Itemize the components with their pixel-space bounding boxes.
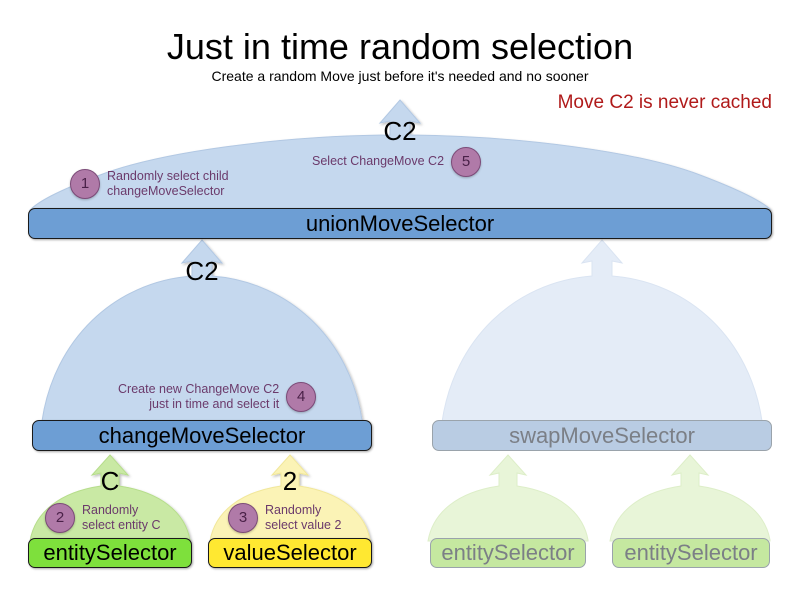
annotation-5: Select ChangeMove C2 5 — [312, 147, 482, 177]
page-subtitle: Create a random Move just before it's ne… — [211, 68, 589, 84]
node-change-move-selector-label: changeMoveSelector — [98, 422, 306, 448]
node-union-move-selector[interactable]: unionMoveSelector — [28, 208, 772, 239]
arch-swap-output — [441, 239, 763, 423]
node-swap-move-selector-label: swapMoveSelector — [509, 422, 695, 448]
page-title: Just in time random selection — [166, 26, 634, 67]
annotation-2: 2 Randomly select entity C — [45, 503, 161, 534]
annotation-4: Create new ChangeMove C2 just in time an… — [118, 382, 317, 413]
arch-entity-swap-2 — [609, 454, 771, 542]
move-label-value-output: 2 — [282, 466, 298, 496]
annotation-3-text: Randomly select value 2 — [265, 503, 342, 533]
annotation-4-text: Create new ChangeMove C2 just in time an… — [118, 382, 280, 412]
arch-entity-swap-1 — [427, 454, 589, 542]
node-value-selector-label: valueSelector — [223, 540, 357, 565]
annotation-1: 1 Randomly select child changeMoveSelect… — [70, 169, 229, 200]
node-change-move-selector[interactable]: changeMoveSelector — [32, 420, 372, 451]
annotation-1-text: Randomly select child changeMoveSelector — [107, 169, 229, 199]
move-label-change-output: C2 — [185, 256, 219, 286]
node-entity-selector-swap-2-label: entitySelector — [624, 540, 758, 565]
annotation-1-badge: 1 — [70, 169, 100, 200]
annotation-5-text: Select ChangeMove C2 — [312, 154, 445, 169]
annotation-3: 3 Randomly select value 2 — [228, 503, 341, 534]
callout-never-cached: Move C2 is never cached — [557, 92, 772, 113]
move-label-union-output: C2 — [383, 116, 417, 146]
node-entity-selector-left[interactable]: entitySelector — [28, 538, 192, 568]
node-swap-move-selector[interactable]: swapMoveSelector — [432, 420, 772, 451]
annotation-2-text: Randomly select entity C — [82, 503, 161, 533]
node-entity-selector-swap-1[interactable]: entitySelector — [430, 538, 586, 568]
node-value-selector[interactable]: valueSelector — [208, 538, 372, 568]
move-label-entity-output: C — [100, 466, 120, 496]
node-entity-selector-swap-1-label: entitySelector — [441, 540, 575, 565]
annotation-5-badge: 5 — [451, 147, 482, 177]
annotation-2-badge: 2 — [45, 503, 75, 534]
node-entity-selector-swap-2[interactable]: entitySelector — [612, 538, 770, 568]
annotation-4-badge: 4 — [286, 382, 317, 413]
annotation-3-badge: 3 — [228, 503, 258, 534]
node-union-move-selector-label: unionMoveSelector — [305, 210, 495, 236]
node-entity-selector-left-label: entitySelector — [43, 540, 177, 565]
